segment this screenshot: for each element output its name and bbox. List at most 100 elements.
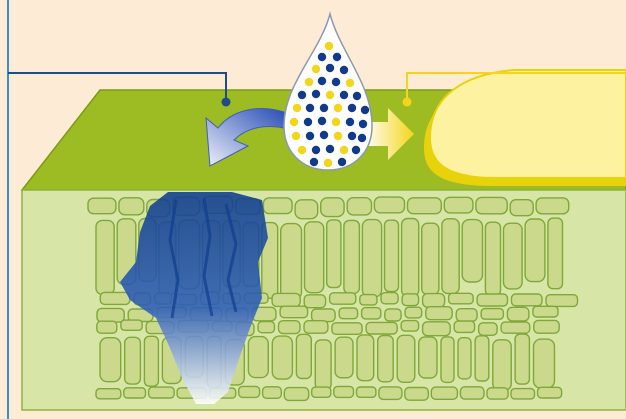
leaf-cell [304, 321, 328, 334]
droplet-particle [318, 53, 326, 61]
droplet-particle [292, 132, 300, 140]
leaf-cell [144, 336, 158, 386]
leaf-cell [97, 308, 124, 322]
leaf-cell [419, 337, 437, 378]
leaf-cell [533, 306, 558, 317]
droplet-particle [340, 91, 348, 99]
droplet-particle [326, 64, 334, 72]
leaf-cell [360, 295, 377, 305]
leaf-cell [548, 218, 563, 289]
leaf-cell [441, 337, 454, 383]
leaf-cell [332, 323, 362, 335]
droplet-particle [298, 146, 306, 154]
droplet-particle [325, 42, 333, 50]
leaf-cell [449, 293, 474, 304]
leaf-cell [423, 322, 451, 336]
leaf-cell [477, 294, 507, 306]
droplet-particle [358, 134, 366, 142]
leaf-cell [431, 387, 457, 399]
leaf-cell [347, 198, 371, 215]
droplet-particle [312, 65, 320, 73]
leaf-cell [454, 321, 474, 332]
leaf-cell [304, 295, 325, 308]
leaf-cell [263, 387, 282, 399]
leaf-cell [263, 198, 292, 214]
droplet-particle [352, 146, 360, 154]
leaf-cell [481, 309, 503, 320]
leaf-cell [327, 220, 341, 288]
droplet-particle [306, 132, 314, 140]
leaf-cell [408, 198, 442, 214]
droplet-particle [334, 132, 342, 140]
droplet-particle [290, 118, 298, 126]
droplet-particle [348, 104, 356, 112]
droplet-particle [361, 106, 369, 114]
leaf-cell [272, 293, 300, 306]
leaf-cell [476, 197, 507, 213]
leaf-cell [315, 340, 331, 390]
leaf-cell [121, 320, 142, 330]
leaf-cell [334, 386, 354, 397]
leaf-cell [335, 337, 353, 378]
leaf-cell [357, 387, 376, 397]
droplet-particle [293, 104, 301, 112]
leaf-cell [475, 336, 489, 381]
droplet-particle [318, 117, 326, 125]
leaf-cell [330, 293, 356, 304]
leaf-cell [462, 220, 482, 282]
droplet-particle [306, 104, 314, 112]
leaf-cell [96, 389, 121, 399]
leaf-cell [402, 294, 419, 306]
leaf-cell [284, 388, 308, 401]
leaf-cell [149, 387, 175, 398]
leaf-cell [378, 336, 394, 382]
leaf-cell [357, 335, 374, 381]
leaf-cell [511, 389, 535, 399]
leaf-cell [362, 308, 381, 319]
droplet-particle [312, 90, 320, 98]
leaf-cell [125, 337, 141, 384]
leaf-cell [546, 295, 578, 307]
leaf-cell [344, 220, 360, 293]
leaf-cell [423, 294, 445, 308]
leaf-cell [525, 219, 545, 282]
droplet-particle [298, 91, 306, 99]
leaf-cell [96, 220, 114, 294]
leaf-cell [339, 308, 358, 319]
leaf-cell [512, 294, 543, 306]
leaf-cell [493, 340, 511, 391]
leaf-cell [295, 200, 318, 219]
absorbed-callout-dot [222, 98, 231, 107]
leaf-cell [321, 198, 344, 217]
leaf-cell [479, 323, 498, 336]
leaf-cell [381, 293, 398, 304]
droplet-particle [359, 120, 367, 128]
leaf-cell [401, 321, 418, 332]
leaf-cell [504, 223, 523, 289]
droplet-particle [332, 118, 340, 126]
leaf-cell [536, 198, 569, 214]
droplet-particle [346, 79, 354, 87]
droplet-particle [305, 78, 313, 86]
leaf-cell [405, 307, 422, 318]
leaf-cell [239, 386, 260, 397]
leaf-cell [385, 309, 401, 321]
leaf-cell [422, 223, 439, 294]
droplet-particle [338, 158, 346, 166]
leaf-cell [272, 336, 292, 379]
leaf-cell [366, 322, 397, 334]
leaf-cell [534, 339, 555, 388]
leaf-cell [312, 387, 331, 397]
leaf-cell [248, 337, 268, 378]
droplet-particle [348, 132, 356, 140]
leaf-cell [538, 387, 562, 398]
leaf-cell [485, 222, 500, 295]
leaf-cell [442, 219, 459, 294]
leaf-cell [100, 292, 130, 304]
leaf-cell [385, 220, 399, 291]
leaf-cell [534, 320, 559, 333]
leaf-cell [124, 388, 146, 398]
leaf-cell [487, 388, 508, 399]
